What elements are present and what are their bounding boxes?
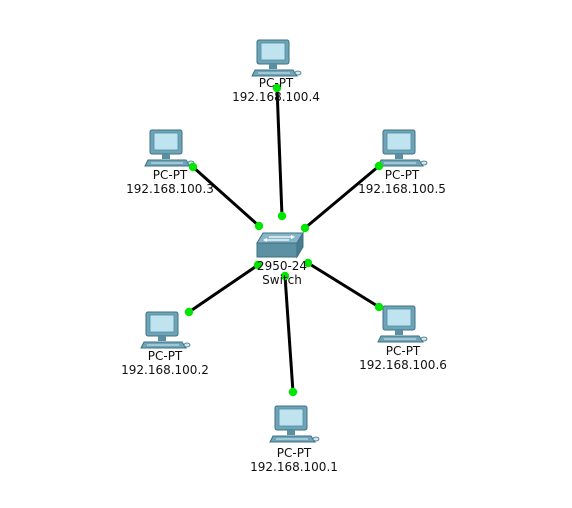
switch-label: 2950-24 Switch <box>257 259 307 287</box>
device-type: PC-PT <box>384 168 420 182</box>
device-ip: 192.168.100.1 <box>250 460 338 474</box>
pc-icon[interactable] <box>251 39 302 77</box>
devices-layer <box>140 39 428 443</box>
device-type: PC-PT <box>385 344 421 358</box>
pc-icon[interactable] <box>269 405 320 443</box>
device-ip: 192.168.100.3 <box>126 182 214 196</box>
device-ip: 192.168.100.2 <box>121 363 209 377</box>
pc-label-192-168-100-3: PC-PT 192.168.100.3 <box>126 168 214 196</box>
switch-port-status-pc1 <box>280 271 290 281</box>
switch-port-status-pc6 <box>303 258 313 268</box>
device-type: PC-PT <box>276 446 312 460</box>
link-pc4-switch <box>275 87 284 217</box>
pc-label-192-168-100-4: PC-PT 192.168.100.4 <box>232 76 320 104</box>
pc-label-192-168-100-1: PC-PT 192.168.100.1 <box>250 446 338 474</box>
pc-label-192-168-100-2: PC-PT 192.168.100.2 <box>121 349 209 377</box>
switch-model: 2950-24 <box>256 259 308 273</box>
switch-port-status-pc3 <box>254 221 264 231</box>
device-ip: 192.168.100.6 <box>359 358 447 372</box>
pc-icon[interactable] <box>140 311 191 349</box>
pc-port-status-pc1 <box>288 387 298 397</box>
switch-port-status-pc5 <box>300 223 310 233</box>
link-pc1-switch <box>283 275 295 393</box>
links-layer <box>188 87 380 393</box>
link-pc2-switch <box>188 263 259 314</box>
device-ip: 192.168.100.5 <box>358 182 446 196</box>
pc-port-status-pc4 <box>272 83 282 93</box>
link-pc3-switch <box>192 165 260 228</box>
device-type: PC-PT <box>147 349 183 363</box>
link-status-layer <box>184 83 384 397</box>
device-type: PC-PT <box>258 76 294 90</box>
switch-icon[interactable] <box>256 231 304 259</box>
link-pc5-switch <box>304 164 380 230</box>
pc-label-192-168-100-5: PC-PT 192.168.100.5 <box>358 168 446 196</box>
pc-icon[interactable] <box>377 305 428 343</box>
pc-port-status-pc6 <box>374 302 384 312</box>
switch-port-status-pc4 <box>277 211 287 221</box>
device-type: PC-PT <box>152 168 188 182</box>
pc-port-status-pc5 <box>374 161 384 171</box>
pc-icon[interactable] <box>377 129 428 167</box>
pc-port-status-pc2 <box>184 307 194 317</box>
link-pc6-switch <box>307 261 380 309</box>
pc-port-status-pc3 <box>188 162 198 172</box>
pc-label-192-168-100-6: PC-PT 192.168.100.6 <box>359 344 447 372</box>
switch-type: Switch <box>262 273 302 287</box>
device-ip: 192.168.100.4 <box>232 90 320 104</box>
pc-icon[interactable] <box>144 129 195 167</box>
switch-port-status-pc2 <box>253 260 263 270</box>
